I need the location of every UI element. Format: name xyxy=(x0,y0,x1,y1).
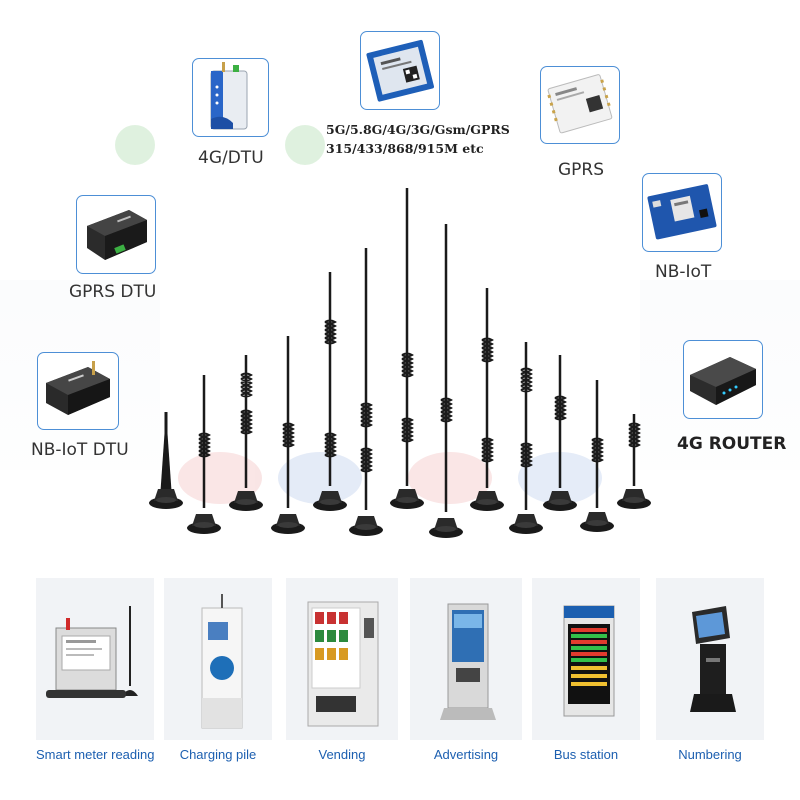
frequency-line-2: 315/433/868/915M etc xyxy=(326,141,484,156)
application-label: Charging pile xyxy=(179,747,257,762)
bus-station-board-icon xyxy=(563,605,615,717)
nbiot-board-icon xyxy=(647,184,717,240)
watermark-circle xyxy=(115,125,155,165)
application-label: Smart meter reading xyxy=(36,747,155,762)
antenna xyxy=(149,412,183,509)
smart-meter-device-icon xyxy=(46,606,138,698)
nbiot-dtu-device-icon xyxy=(46,361,110,415)
application-label: Numbering xyxy=(678,747,742,762)
antenna xyxy=(229,355,263,511)
gprs-dtu-device-icon xyxy=(87,210,147,260)
gprs-module-icon xyxy=(547,74,613,134)
dtu-device-icon xyxy=(210,62,248,130)
antenna xyxy=(429,224,463,538)
antenna xyxy=(271,336,305,534)
antenna xyxy=(580,380,614,532)
application-tile-advertising xyxy=(410,578,522,740)
advertising-kiosk-icon xyxy=(440,603,496,720)
application-tile-vending xyxy=(286,578,398,740)
dtu-4g-card xyxy=(192,58,269,137)
application-label: Bus station xyxy=(553,747,619,762)
antenna xyxy=(349,248,383,536)
lte-module-icon xyxy=(366,39,434,102)
vending-machine-icon xyxy=(307,601,379,727)
application-label: Vending xyxy=(318,747,366,762)
charging-pile-icon xyxy=(201,594,243,729)
frequency-line-1: 5G/5.8G/4G/3G/Gsm/GPRS xyxy=(326,122,510,137)
gprs-dtu-label: GPRS DTU xyxy=(69,282,157,302)
frequency-bands-label: 5G/5.8G/4G/3G/Gsm/GPRS 315/433/868/915M … xyxy=(326,120,510,158)
nbiot-dtu-label: NB-IoT DTU xyxy=(31,440,129,460)
gprs-dtu-card xyxy=(76,195,156,274)
antenna xyxy=(470,288,504,511)
application-tile-charging-pile xyxy=(164,578,272,740)
antenna xyxy=(543,355,577,511)
antenna xyxy=(187,375,221,534)
queue-numbering-kiosk-icon xyxy=(690,606,736,712)
nbiot-label: NB-IoT xyxy=(655,262,712,282)
gprs-card xyxy=(540,66,620,144)
watermark-circle xyxy=(285,125,325,165)
application-tile-numbering xyxy=(656,578,764,740)
antenna xyxy=(617,414,651,509)
antenna xyxy=(509,342,543,534)
application-label: Advertising xyxy=(433,747,499,762)
router-4g-label: 4G ROUTER xyxy=(677,434,787,454)
router-4g-card xyxy=(683,340,763,419)
application-tile-bus-station xyxy=(532,578,640,740)
dtu-4g-label: 4G/DTU xyxy=(198,148,264,168)
nbiot-card xyxy=(642,173,722,252)
antenna xyxy=(390,188,424,509)
antenna xyxy=(313,272,347,511)
application-tile-smart-meter xyxy=(36,578,154,740)
router-device-icon xyxy=(690,357,756,405)
gprs-label: GPRS xyxy=(558,160,605,180)
nbiot-dtu-card xyxy=(37,352,119,430)
module-5g-card xyxy=(360,31,440,110)
antenna-array xyxy=(149,188,651,538)
